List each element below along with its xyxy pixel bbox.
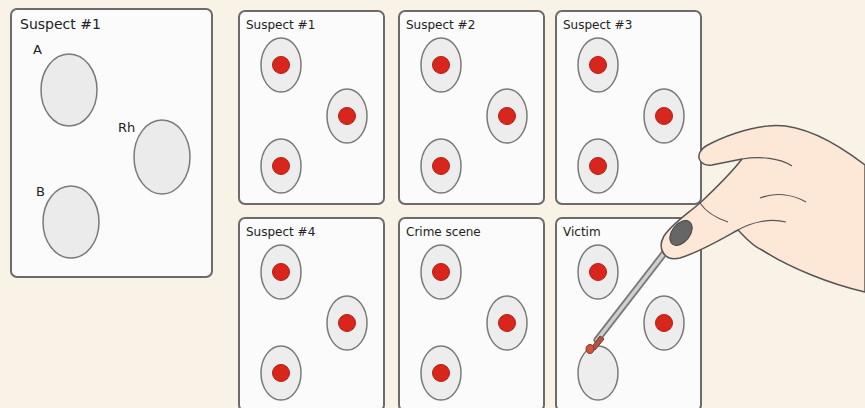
blood-sample <box>499 315 516 332</box>
finger-line <box>760 195 806 202</box>
blood-sample <box>590 264 607 281</box>
test-well: A <box>40 53 98 127</box>
wells <box>400 219 547 408</box>
wells <box>400 12 547 207</box>
well <box>134 120 190 194</box>
well <box>578 38 618 92</box>
typing-card: Suspect #1 A RhB <box>10 8 213 278</box>
well <box>421 139 461 193</box>
blood-sample <box>273 158 290 175</box>
blood-sample <box>339 108 356 125</box>
well-outline <box>40 53 98 127</box>
well <box>578 245 618 299</box>
blood-sample <box>433 57 450 74</box>
wells <box>240 12 387 207</box>
well <box>421 38 461 92</box>
test-well: Rh <box>133 119 191 195</box>
wells <box>557 12 704 207</box>
well <box>327 296 367 350</box>
blood-sample <box>273 365 290 382</box>
well <box>578 346 618 400</box>
well <box>261 245 301 299</box>
well <box>487 89 527 143</box>
thumb-line <box>700 203 728 222</box>
blood-sample <box>590 57 607 74</box>
blood-sample <box>273 264 290 281</box>
typing-card: Suspect #1 <box>238 10 385 205</box>
card-title: Suspect #4 <box>246 226 315 240</box>
blood-sample <box>656 108 673 125</box>
card-title: Suspect #3 <box>563 19 632 33</box>
card-title: Suspect #1 <box>246 19 315 33</box>
card-title: Crime scene <box>406 226 481 240</box>
blood-sample <box>433 365 450 382</box>
finger-line <box>738 220 786 230</box>
wells <box>240 219 387 408</box>
well <box>327 89 367 143</box>
blood-sample <box>499 108 516 125</box>
typing-card: Suspect #3 <box>555 10 702 205</box>
finger-line <box>742 158 792 166</box>
dropper-bulb <box>665 216 696 249</box>
typing-card: Suspect #2 <box>398 10 545 205</box>
well <box>644 296 684 350</box>
card-title: Victim <box>563 226 601 240</box>
blood-sample <box>273 57 290 74</box>
typing-card: Crime scene <box>398 217 545 408</box>
well <box>644 89 684 143</box>
dropper <box>586 238 676 354</box>
blood-sample <box>339 315 356 332</box>
well <box>43 186 99 258</box>
blood-sample <box>656 315 673 332</box>
typing-card: Suspect #4 <box>238 217 385 408</box>
card-title: Suspect #2 <box>406 19 475 33</box>
well <box>261 139 301 193</box>
hand <box>661 125 865 292</box>
well <box>578 139 618 193</box>
blood-drop <box>586 345 594 354</box>
well-outline <box>42 185 100 259</box>
blood-sample <box>590 158 607 175</box>
well-outline <box>133 119 191 195</box>
well <box>487 296 527 350</box>
blood-sample <box>433 158 450 175</box>
reagent-label: B <box>36 185 45 200</box>
well <box>261 38 301 92</box>
test-well: B <box>42 185 100 259</box>
well <box>41 54 97 126</box>
well <box>261 346 301 400</box>
well <box>421 245 461 299</box>
blood-sample <box>433 264 450 281</box>
reagent-label: Rh <box>118 121 135 136</box>
reagent-label: A <box>33 43 42 58</box>
well <box>421 346 461 400</box>
card-title: Suspect #1 <box>20 16 101 32</box>
